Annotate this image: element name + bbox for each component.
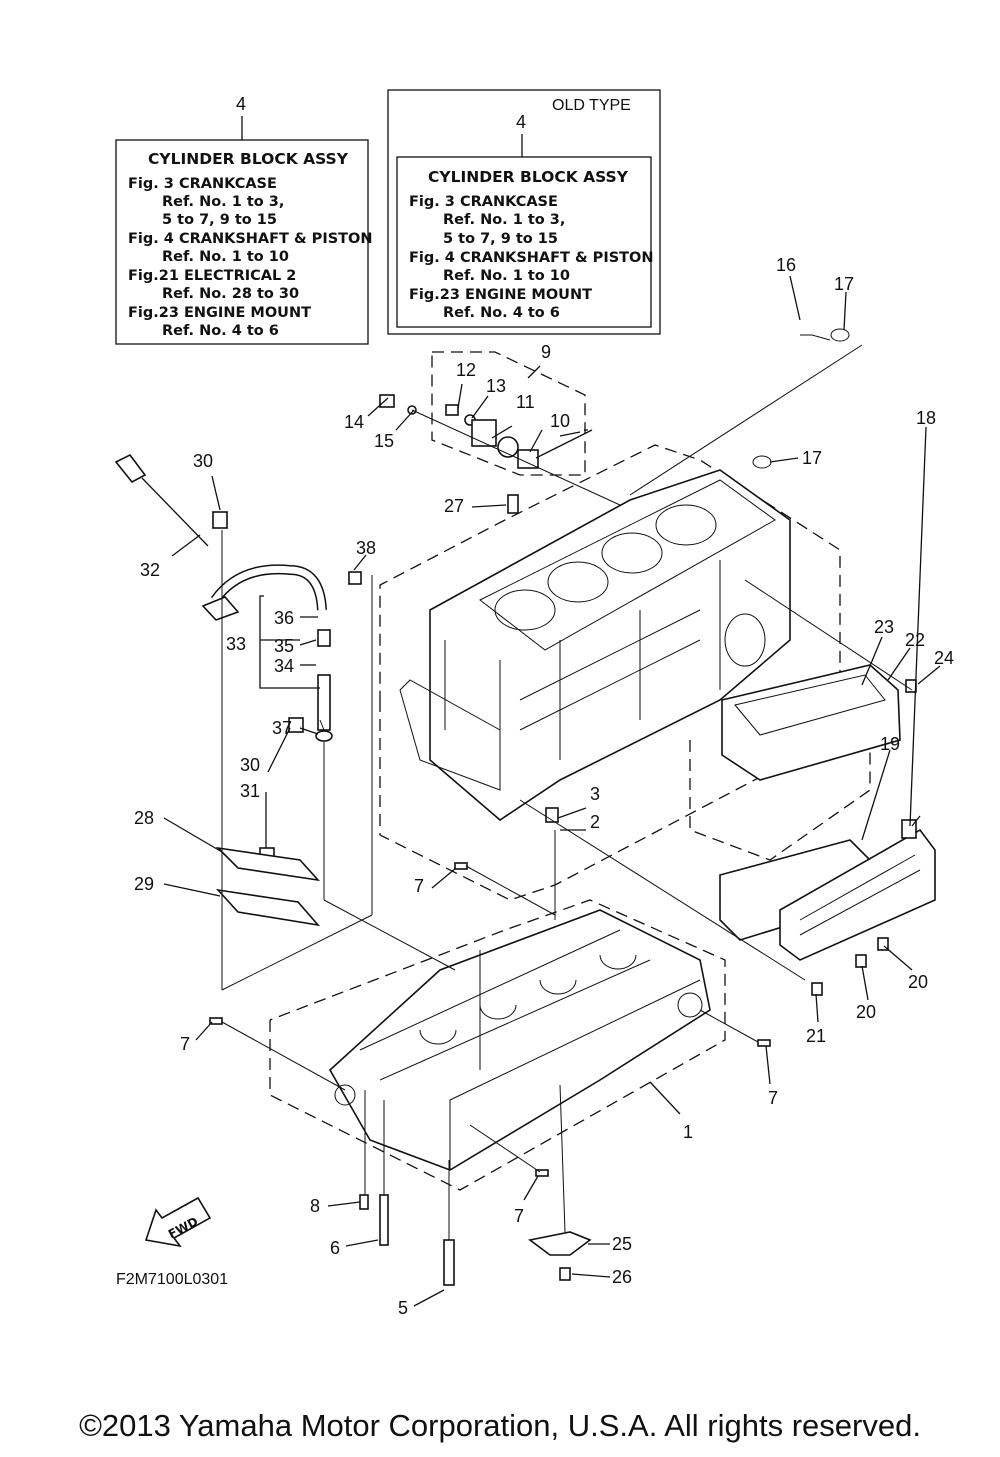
callout-34: 34 xyxy=(274,656,294,676)
callout-16: 16 xyxy=(776,255,796,275)
callout-21: 21 xyxy=(806,1026,826,1046)
small-parts xyxy=(209,328,917,1286)
callout-28: 28 xyxy=(134,808,154,828)
box-line: Fig.23 ENGINE MOUNT xyxy=(128,305,311,321)
callout-38: 38 xyxy=(356,538,376,558)
callout-17: 17 xyxy=(802,448,822,468)
assy-info-box: 4 CYLINDER BLOCK ASSY Fig. 3 CRANKCASE R… xyxy=(115,94,373,345)
assembly-group-outlines xyxy=(269,351,871,1191)
callout-26: 26 xyxy=(612,1267,632,1287)
callout-7: 7 xyxy=(768,1088,778,1108)
figure-code: F2M7100L0301 xyxy=(116,1271,228,1288)
old-type-info-box: OLD TYPE 4 CYLINDER BLOCK ASSY Fig. 3 CR… xyxy=(387,89,661,335)
box-line: Fig. 3 CRANKCASE xyxy=(128,176,277,192)
copyright-notice: ©2013 Yamaha Motor Corporation, U.S.A. A… xyxy=(79,1408,921,1443)
callout-30: 30 xyxy=(240,755,260,775)
callout-13: 13 xyxy=(486,376,506,396)
old-box-line: 5 to 7, 9 to 15 xyxy=(443,231,558,247)
box-title: CYLINDER BLOCK ASSY xyxy=(148,150,349,168)
callout-23: 23 xyxy=(874,617,894,637)
cylinder-block xyxy=(399,469,791,822)
callout-35: 35 xyxy=(274,636,294,656)
leader-lines xyxy=(163,275,941,1307)
old-box-line: Fig. 4 CRANKSHAFT & PISTON xyxy=(409,250,654,266)
box-line: Fig. 4 CRANKSHAFT & PISTON xyxy=(128,231,373,247)
callout-32: 32 xyxy=(140,560,160,580)
callout-25: 25 xyxy=(612,1234,632,1254)
forward-direction-arrow: FWD xyxy=(144,1196,212,1248)
callout-31: 31 xyxy=(240,781,260,801)
callout-20: 20 xyxy=(856,1002,876,1022)
callout-7: 7 xyxy=(514,1206,524,1226)
old-box-line: Fig.23 ENGINE MOUNT xyxy=(409,287,592,303)
callout-14: 14 xyxy=(344,412,364,432)
old-box-line: Ref. No. 1 to 3, xyxy=(443,212,565,228)
dipstick xyxy=(114,453,209,547)
old-box-line: Ref. No. 1 to 10 xyxy=(443,268,570,284)
box-line: Ref. No. 28 to 30 xyxy=(162,286,299,302)
callout-8: 8 xyxy=(310,1196,320,1216)
callout-20: 20 xyxy=(908,972,928,992)
callout-33: 33 xyxy=(226,634,246,654)
callout-22: 22 xyxy=(905,630,925,650)
callout-1: 1 xyxy=(683,1122,693,1142)
breather-pipe xyxy=(201,564,333,742)
callout-3: 3 xyxy=(590,784,600,804)
callout-24: 24 xyxy=(934,648,954,668)
callout-37: 37 xyxy=(272,718,292,738)
old-type-header: OLD TYPE xyxy=(552,97,631,114)
callout-2: 2 xyxy=(590,812,600,832)
old-box-title: CYLINDER BLOCK ASSY xyxy=(428,168,629,186)
callout-27: 27 xyxy=(444,496,464,516)
callout-29: 29 xyxy=(134,874,154,894)
old-box-line: Ref. No. 4 to 6 xyxy=(443,305,560,321)
callout-numbers: 1 2 3 5 6 7 7 7 7 8 9 10 11 12 13 14 15 … xyxy=(134,255,954,1318)
callout-19: 19 xyxy=(880,734,900,754)
box-line: Ref. No. 1 to 10 xyxy=(162,249,289,265)
callout-18: 18 xyxy=(916,408,936,428)
callout-36: 36 xyxy=(274,608,294,628)
callout-7: 7 xyxy=(414,876,424,896)
callout-15: 15 xyxy=(374,431,394,451)
callout-7: 7 xyxy=(180,1034,190,1054)
box-line: Ref. No. 4 to 6 xyxy=(162,323,279,339)
box-ref-number: 4 xyxy=(236,94,246,114)
box-line: Ref. No. 1 to 3, xyxy=(162,194,284,210)
callout-12: 12 xyxy=(456,360,476,380)
callout-17: 17 xyxy=(834,274,854,294)
exhaust-cover-assembly xyxy=(719,664,936,961)
callout-30: 30 xyxy=(193,451,213,471)
callout-11: 11 xyxy=(516,392,535,412)
callout-6: 6 xyxy=(330,1238,340,1258)
old-box-ref-number: 4 xyxy=(516,112,526,132)
old-box-line: Fig. 3 CRANKCASE xyxy=(409,194,558,210)
callout-5: 5 xyxy=(398,1298,408,1318)
box-line: 5 to 7, 9 to 15 xyxy=(162,212,277,228)
callout-10: 10 xyxy=(550,411,570,431)
crankcase xyxy=(328,909,711,1171)
box-line: Fig.21 ELECTRICAL 2 xyxy=(128,268,296,284)
callout-9: 9 xyxy=(541,342,551,362)
water-pipe xyxy=(767,317,829,456)
